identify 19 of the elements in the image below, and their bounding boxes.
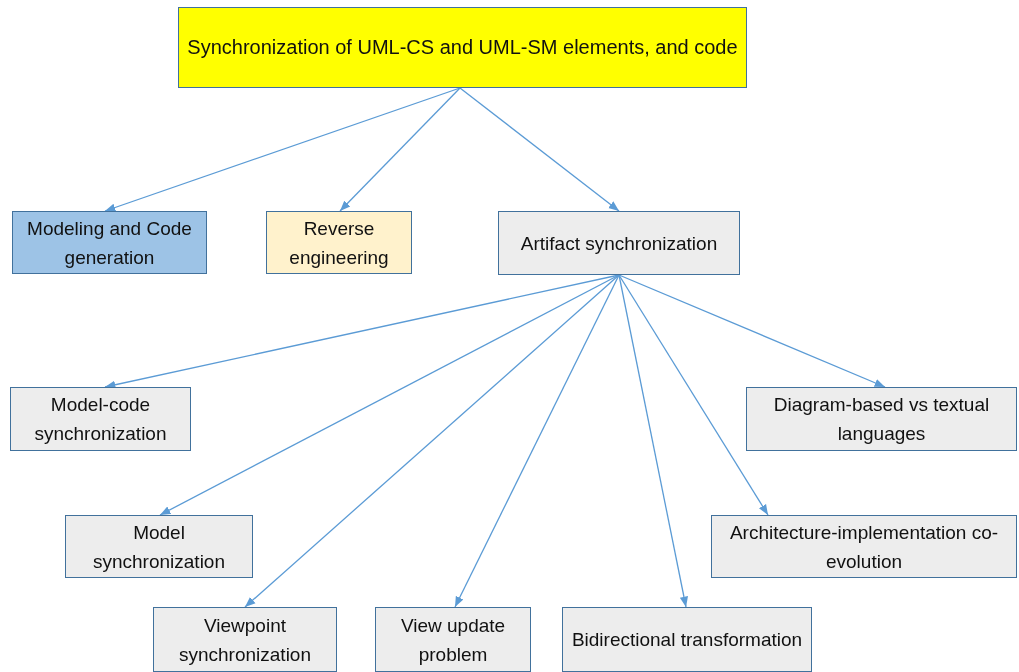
arrow — [618, 274, 886, 388]
process-box: Bidirectional transformation — [562, 607, 812, 672]
title-box: Synchronization of UML-CS and UML-SM elements, and code — [178, 7, 747, 88]
arrow — [454, 274, 620, 608]
process-box: Model-code synchronization — [10, 387, 191, 451]
process-box: Diagram-based vs textual languages — [746, 387, 1017, 451]
process-box: Architecture-implementation co-evolution — [711, 515, 1017, 578]
arrow — [618, 274, 769, 516]
process-box: Modeling and Code generation — [12, 211, 207, 274]
process-box: Viewpoint synchronization — [153, 607, 337, 672]
process-box: View update problem — [375, 607, 531, 672]
process-box: Artifact synchronization — [498, 211, 740, 275]
arrow — [618, 274, 688, 608]
arrow — [459, 87, 620, 212]
process-box: Reverse engineering — [266, 211, 412, 274]
process-box: Model synchronization — [65, 515, 253, 578]
arrow — [244, 274, 620, 608]
arrow — [339, 87, 461, 212]
arrow — [104, 87, 461, 212]
